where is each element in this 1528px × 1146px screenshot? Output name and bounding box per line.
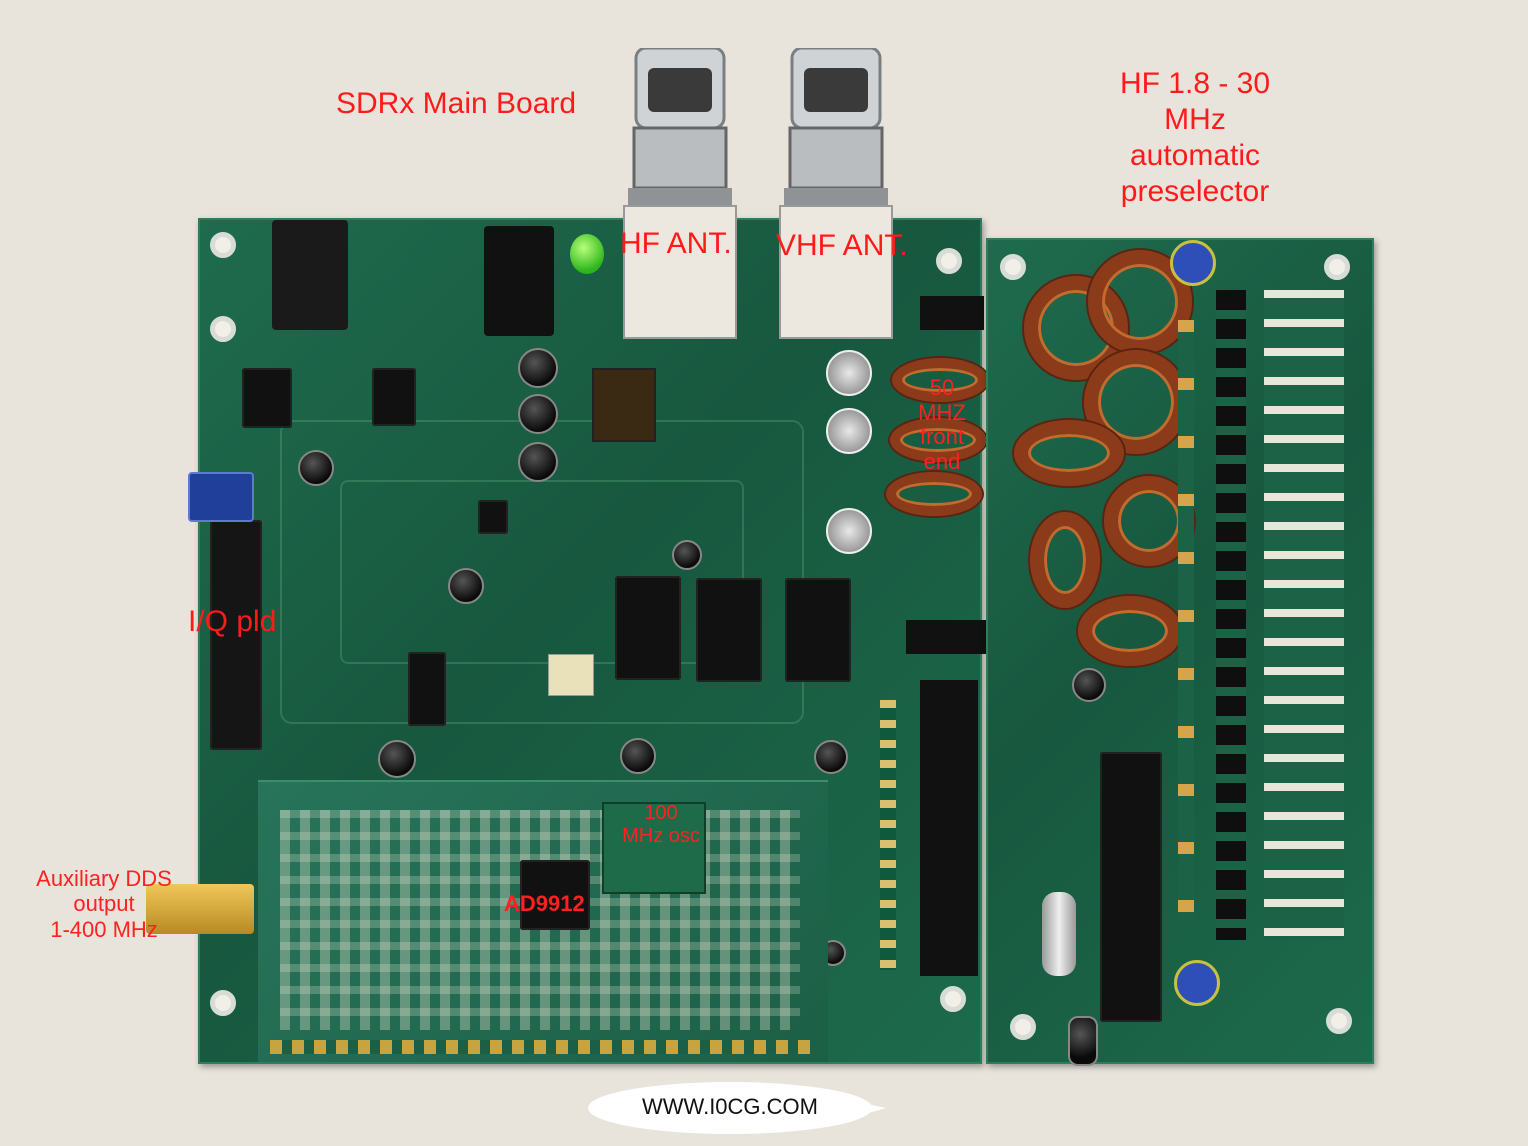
oscillator-module [602, 802, 706, 894]
aux-dds-line: output [73, 891, 135, 917]
main-board [188, 218, 988, 1064]
hf-ant-label: HF ANT. [620, 227, 732, 260]
trimmer [826, 350, 872, 396]
preselector-board [986, 238, 1374, 1066]
audio-jack [272, 220, 348, 330]
mixer-module [548, 654, 594, 696]
front-end-line: MHZ [918, 399, 966, 425]
toroid-preselector [1078, 596, 1182, 666]
aux-dds-label: Auxiliary DDS output 1-400 MHz [14, 866, 194, 942]
dds-edge-connector [270, 1040, 810, 1054]
iq-pld-label: I/Q pld [188, 605, 277, 638]
inductor-u1 [592, 368, 656, 442]
preselector-line: HF 1.8 - 30 [1119, 67, 1271, 100]
preselector-mcu [1100, 752, 1162, 1022]
mount-hole [210, 316, 236, 342]
toroid-50mhz [892, 358, 988, 402]
toroid-50mhz [886, 472, 982, 516]
front-end-line: front [919, 424, 965, 450]
trimmer [826, 508, 872, 554]
capacitor [378, 740, 416, 778]
capacitor [1072, 668, 1106, 702]
toroid-preselector [1014, 420, 1124, 486]
ic-u6 [372, 368, 416, 426]
osc-line: MHz osc [622, 825, 700, 847]
osc-label: 100 MHz osc [606, 802, 716, 848]
main-board-label: SDRx Main Board [336, 87, 577, 120]
iq-pld-chip [210, 520, 262, 750]
mount-hole [1324, 254, 1350, 280]
dc-jack [484, 226, 554, 336]
trimmer-blue [1170, 240, 1216, 286]
ic-u2 [478, 500, 508, 534]
website-bubble [588, 1082, 886, 1134]
front-end-line: end [923, 448, 961, 474]
preselector-line: preselector [1120, 175, 1270, 208]
aux-dds-line: 1-400 MHz [50, 916, 158, 942]
ad9912-label: AD9912 [504, 891, 585, 916]
pcb-trace [340, 480, 744, 664]
hf-bnc-connector [623, 48, 737, 339]
trimmer-blue [1174, 960, 1220, 1006]
mount-hole [936, 248, 962, 274]
mount-hole [1000, 254, 1026, 280]
front-end-line: 50 [929, 375, 955, 400]
website-label: WWW.I0CG.COM [642, 1094, 818, 1119]
toroid-50mhz [890, 418, 986, 462]
crystal [1042, 892, 1076, 976]
preselector-line: MHz [1164, 103, 1226, 136]
mount-hole [1326, 1008, 1352, 1034]
cap-column [1178, 320, 1194, 920]
ic-u4 [408, 652, 446, 726]
toroid-preselector [1030, 512, 1100, 608]
trimmer [826, 408, 872, 454]
header-jp [920, 296, 984, 330]
resistor-column [1264, 290, 1344, 940]
relay-column [1216, 290, 1246, 940]
mount-hole [940, 986, 966, 1012]
capacitor [448, 568, 484, 604]
capacitor [814, 740, 848, 774]
ic-u5 [242, 368, 292, 428]
capacitor [518, 348, 558, 388]
trimmer-blue [188, 472, 254, 522]
ad9912-chip [520, 860, 590, 930]
front-end-label: 50 MHZ front end [894, 375, 990, 475]
preselector-label: HF 1.8 - 30 MHz automatic preselector [1100, 66, 1290, 210]
capacitor [518, 442, 558, 482]
capacitor [620, 738, 656, 774]
header-j1 [920, 680, 978, 976]
relay-rl3 [615, 576, 681, 680]
header-pins [880, 700, 896, 970]
capacitor [1068, 1016, 1098, 1066]
relay-rl1 [785, 578, 851, 682]
osc-line: 100 [644, 802, 678, 824]
header-j12 [906, 620, 986, 654]
capacitor [672, 540, 702, 570]
mount-hole [1010, 1014, 1036, 1040]
capacitor [518, 394, 558, 434]
sma-connector [146, 884, 254, 934]
led-green [570, 234, 604, 274]
mount-hole [210, 232, 236, 258]
vhf-ant-label: VHF ANT. [776, 229, 908, 262]
capacitor [298, 450, 334, 486]
relay-rl2 [696, 578, 762, 682]
aux-dds-line: Auxiliary DDS [36, 866, 172, 891]
vhf-bnc-connector [779, 48, 893, 339]
preselector-line: automatic [1129, 139, 1261, 172]
mount-hole [210, 990, 236, 1016]
